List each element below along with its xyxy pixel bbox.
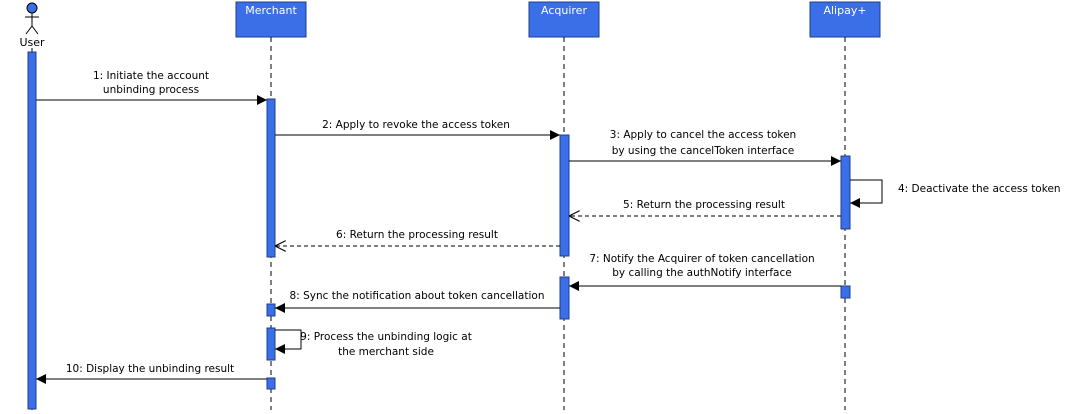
- message-label: 10: Display the unbinding result: [66, 363, 234, 375]
- message-label: 2: Apply to revoke the access token: [322, 119, 510, 131]
- actor-user: User: [19, 2, 45, 49]
- message-label: 4: Deactivate the access token: [898, 183, 1061, 195]
- message-4: 4: Deactivate the access token: [850, 179, 1061, 208]
- message-label: by calling the authNotify interface: [612, 267, 791, 279]
- message-label: 5: Return the processing result: [623, 199, 785, 211]
- participant-box: [528, 1, 600, 38]
- message-label: the merchant side: [338, 346, 434, 358]
- message-label: 3: Apply to cancel the access token: [610, 129, 796, 141]
- message-label: unbinding process: [103, 84, 199, 96]
- message-label: 6: Return the processing result: [336, 229, 498, 241]
- message-7: 7: Notify the Acquirer of token cancella…: [569, 253, 841, 291]
- message-6: 6: Return the processing result: [275, 229, 560, 246]
- message-label: 9: Process the unbinding logic at: [300, 331, 472, 343]
- participant-box: [809, 1, 881, 38]
- activation-merchant: [266, 303, 276, 317]
- activation-user: [27, 51, 37, 410]
- message-arrow: [275, 329, 302, 354]
- participant-merchant: Merchant: [235, 1, 307, 38]
- activation-merchant: [266, 377, 276, 390]
- stick-figure-icon: [25, 2, 39, 35]
- participant-box: [235, 1, 307, 38]
- actor-label-user: User: [19, 36, 45, 49]
- participant-label-alipay: Alipay+: [823, 4, 866, 17]
- message-2: 2: Apply to revoke the access token: [275, 119, 560, 140]
- message-9: 9: Process the unbinding logic at the me…: [275, 329, 472, 358]
- message-8: 8: Sync the notification about token can…: [275, 290, 560, 313]
- activation-alipay: [840, 285, 851, 299]
- participant-alipay: Alipay+: [809, 1, 881, 38]
- activation-acquirer: [559, 276, 570, 320]
- activation-alipay: [840, 155, 851, 230]
- activation-merchant: [266, 98, 276, 258]
- message-label: 1: Initiate the account: [93, 70, 209, 82]
- message-5: 5: Return the processing result: [569, 199, 841, 216]
- message-label: 8: Sync the notification about token can…: [290, 290, 545, 302]
- activation-acquirer: [559, 134, 570, 257]
- message-1: 1: Initiate the account unbinding proces…: [36, 70, 267, 105]
- participant-label-acquirer: Acquirer: [541, 4, 587, 17]
- activation-merchant: [266, 327, 276, 361]
- message-arrow: [850, 179, 883, 208]
- participant-label-merchant: Merchant: [245, 4, 297, 17]
- message-3: 3: Apply to cancel the access token by u…: [569, 129, 841, 166]
- message-label: 7: Notify the Acquirer of token cancella…: [589, 253, 814, 265]
- message-label: by using the cancelToken interface: [612, 145, 795, 157]
- participant-acquirer: Acquirer: [528, 1, 600, 38]
- message-10: 10: Display the unbinding result: [36, 363, 267, 384]
